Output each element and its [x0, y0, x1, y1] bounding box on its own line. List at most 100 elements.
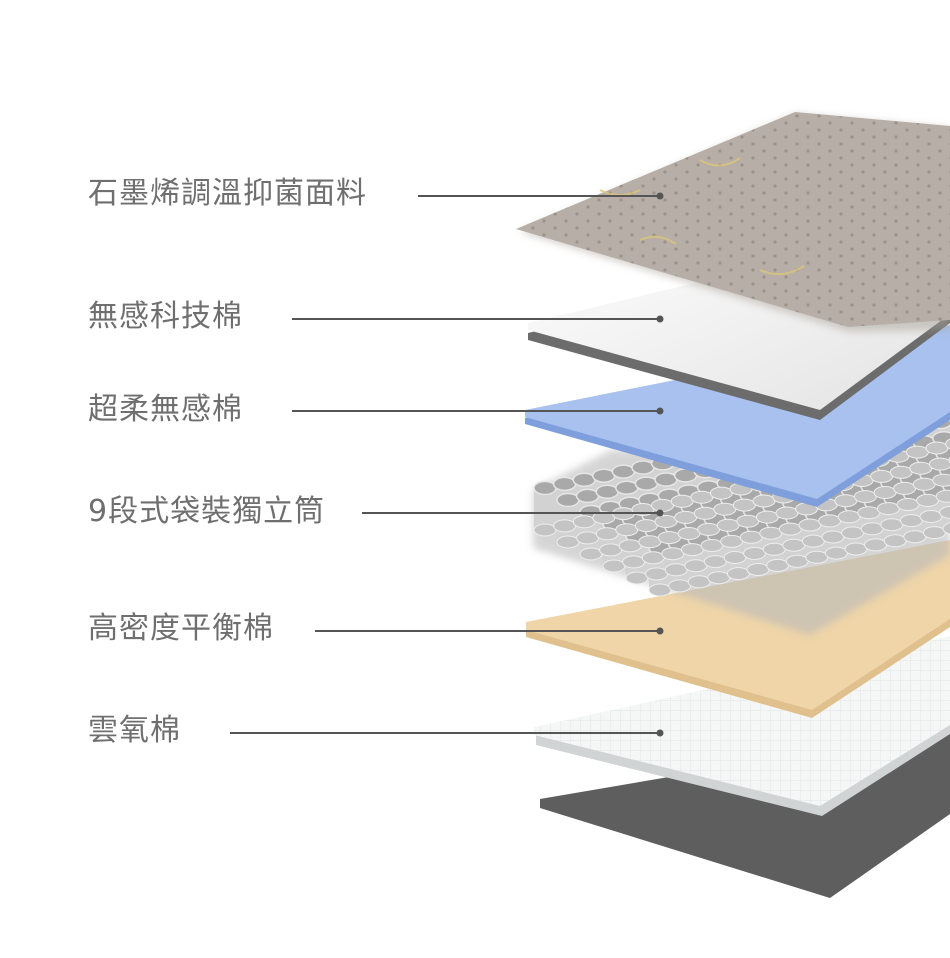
spring-base	[834, 494, 858, 508]
leader-dot	[656, 729, 664, 737]
spring-base	[654, 515, 678, 528]
layer-label-graphene-fabric: 石墨烯調溫抑菌面料	[88, 176, 367, 211]
spring-top	[572, 472, 596, 488]
spring-base	[755, 510, 779, 524]
spring-base	[903, 530, 927, 544]
spring-base	[713, 502, 737, 516]
spring-base	[916, 493, 940, 507]
spring-base	[634, 519, 658, 533]
spring-base	[932, 473, 950, 487]
spring-base	[801, 534, 825, 548]
spring-base	[645, 567, 669, 581]
spring-base	[622, 555, 646, 569]
spring-base	[641, 551, 665, 565]
spring-base	[693, 506, 717, 520]
leader-dot	[656, 407, 664, 415]
spring-base	[599, 543, 623, 557]
spring-base	[860, 522, 884, 536]
spring-base	[762, 542, 786, 556]
spring-base	[883, 534, 907, 548]
spring-base	[805, 550, 829, 564]
spring-top	[556, 492, 580, 508]
spring-base	[697, 522, 721, 536]
spring-base	[732, 498, 756, 512]
spring-base	[657, 531, 681, 545]
spring-base	[778, 522, 802, 536]
spring-top	[611, 464, 636, 479]
layer-label-pocket-springs: 9段式袋裝獨立筒	[88, 494, 326, 529]
spring-base	[841, 526, 865, 540]
spring-base	[664, 563, 688, 577]
spring-base	[798, 518, 822, 532]
spring-base	[553, 519, 577, 533]
spring-base	[579, 547, 603, 561]
layer-label-ultra-soft-foam: 超柔無感棉	[88, 392, 243, 427]
spring-base	[661, 547, 685, 561]
spring-base	[556, 535, 580, 549]
spring-base	[726, 567, 750, 581]
spring-top	[654, 472, 678, 487]
spring-base	[837, 510, 861, 524]
spring-top	[592, 468, 616, 483]
spring-top	[595, 484, 619, 500]
layer-label-tech-foam: 無感科技棉	[88, 299, 243, 334]
spring-base	[709, 486, 733, 500]
spring-base	[572, 515, 596, 529]
spring-base	[857, 506, 881, 520]
spring-base	[889, 465, 913, 479]
spring-base	[844, 542, 868, 556]
spring-base	[864, 538, 888, 552]
spring-base	[687, 575, 711, 589]
spring-base	[680, 543, 704, 557]
spring-top	[634, 476, 659, 491]
spring-body	[534, 488, 556, 530]
spring-base	[912, 477, 936, 491]
spring-base	[759, 526, 783, 540]
spring-base	[752, 494, 776, 508]
spring-base	[602, 559, 626, 573]
leader-dot	[656, 315, 664, 323]
spring-base	[909, 461, 933, 475]
spring-base	[785, 554, 809, 568]
spring-base	[876, 502, 900, 516]
spring-top	[533, 480, 557, 496]
leader-lines	[230, 192, 664, 737]
spring-base	[818, 514, 842, 528]
spring-base	[873, 486, 897, 499]
spring-base	[821, 530, 845, 544]
spring-base	[690, 490, 714, 504]
spring-base	[668, 579, 692, 593]
spring-base	[905, 445, 929, 459]
layer-label-balance-foam: 高密度平衡棉	[88, 611, 274, 646]
spring-base	[736, 514, 760, 528]
spring-base	[595, 527, 619, 541]
spring-base	[766, 558, 790, 572]
spring-base	[775, 506, 799, 520]
spring-top	[552, 476, 577, 492]
spring-base	[533, 523, 557, 537]
spring-base	[893, 481, 917, 495]
spring-base	[925, 441, 949, 455]
spring-base	[939, 505, 950, 519]
spring-base	[824, 546, 848, 560]
spring-base	[638, 535, 662, 549]
spring-base	[716, 518, 740, 532]
spring-base	[674, 510, 698, 524]
spring-base	[899, 514, 923, 528]
leader-dot	[656, 627, 664, 635]
spring-base	[703, 555, 727, 569]
spring-top	[615, 480, 639, 495]
spring-base	[670, 494, 694, 508]
spring-base	[700, 539, 724, 552]
spring-base	[919, 510, 943, 523]
spring-base	[746, 563, 770, 576]
spring-base	[782, 538, 806, 552]
leader-dot	[656, 192, 664, 200]
spring-base	[576, 531, 600, 545]
spring-base	[615, 523, 639, 537]
spring-base	[945, 438, 950, 450]
spring-base	[870, 469, 894, 483]
spring-top	[575, 488, 600, 504]
spring-base	[720, 534, 744, 548]
